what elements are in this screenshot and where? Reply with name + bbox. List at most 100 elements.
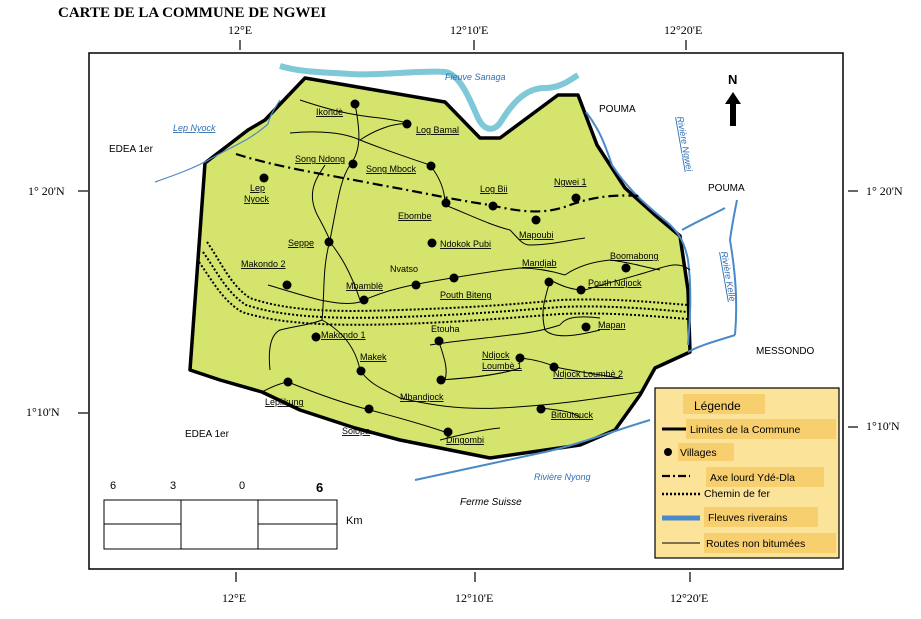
coord-top-12e: 12°E [228,23,252,37]
village-dot-mapan [581,322,591,332]
village-makondo2: Makondo 2 [241,259,286,269]
village-lep: Lep [250,183,265,193]
coord-right-1-10n: 1°10'N [866,419,900,433]
lep-nyock-river [154,123,269,183]
village-ndokok: Ndokok Pubi [440,239,491,249]
label-fleuve-sanaga: Fleuve Sanaga [445,72,506,82]
label-edea-bottom: EDEA 1er [185,429,230,440]
label-pouma-right: POUMA [708,183,745,194]
village-ikonde: Ikondè [316,107,343,117]
village-bitoutouck: Bitoutouck [551,410,594,420]
coord-bottom-12-10e: 12°10'E [455,591,493,605]
village-dot-pouth-ndjock [576,285,586,295]
north-arrow-icon [725,92,741,126]
map-frame [88,52,844,570]
village-ndjock: Ndjock [482,350,510,360]
village-dot-mapoubi [531,215,541,225]
village-dot-dingombi [443,427,453,437]
village-mbandjock: Mbandjock [400,392,444,402]
village-etouha: Etouha [431,324,460,334]
village-dot-log-bii [488,201,498,211]
label-riviere-ngwei: Rivière Ngwei [675,116,695,173]
village-dot-mbamble [359,295,369,305]
village-dot-makek [356,366,366,376]
village-dot-pouth-biteng [449,273,459,283]
scale-label-3: 3 [170,480,176,492]
coord-left-1-20n: 1° 20'N [28,184,65,198]
railway [198,241,689,326]
village-dot-makondo2 [282,280,292,290]
village-dot-nvatso [411,280,421,290]
village-dot-song-ndong [348,159,358,169]
village-dot-ndjock-l2 [549,362,559,372]
village-dot-ebombe [441,198,451,208]
legend-limits: Limites de la Commune [690,424,800,436]
village-dot-ndokok [427,238,437,248]
village-dot-lep-nyock [259,173,269,183]
scale-unit: Km [346,515,363,527]
heavy-axis-road [235,152,641,213]
nyong-river [414,419,651,481]
village-mbamble: Mbamblè [346,281,383,291]
scale-bar: 6 3 0 6 Km [103,480,363,550]
scale-label-6-left: 6 [110,480,116,492]
village-log-bamal: Log Bamal [416,125,459,135]
village-dingombi: Dingombi [446,435,484,445]
village-log-bii: Log Bii [480,184,508,194]
village-dot-mandjab [544,277,554,287]
village-solopa: Solopa [342,426,370,436]
scale-label-0: 0 [239,480,245,492]
legend-title: Légende [694,399,741,413]
village-nyock: Nyock [244,194,270,204]
village-dot-log-bamal [402,119,412,129]
legend-village-swatch [664,448,672,456]
village-makondo1: Makondo 1 [321,330,366,340]
village-mapan: Mapan [598,320,626,330]
ngwei-river-branch [681,207,726,231]
village-dot-makondo1 [311,332,321,342]
coord-right-1-20n: 1° 20'N [866,184,903,198]
legend-villages: Villages [680,447,717,459]
village-song-ndong: Song Ndong [295,154,345,164]
legend-axe: Axe lourd Ydé-Dla [710,472,795,484]
village-dot-ngwei1 [571,193,581,203]
village-dot-seppe [324,237,334,247]
scale-label-6-right: 6 [316,480,323,495]
village-dot-song-mbock [426,161,436,171]
kelle-river [687,334,736,353]
legend-rivers: Fleuves riverains [708,512,787,524]
village-pouth-ndjock: Pouth Ndjock [588,278,642,288]
village-dot-boomabong [621,263,631,273]
village-leplikung: Leplikung [265,397,304,407]
label-riviere-nyong: Rivière Nyong [534,472,591,482]
village-dot-solopa [364,404,374,414]
coord-bottom-12-20e: 12°20'E [670,591,708,605]
kelle-river-upper [728,199,738,336]
village-song-mbock: Song Mbock [366,164,417,174]
sanaga-river [279,63,580,132]
coord-top-12-20e: 12°20'E [664,23,702,37]
village-mandjab: Mandjab [522,258,557,268]
label-messondo: MESSONDO [756,346,815,357]
legend-roads: Routes non bitumées [706,538,805,550]
village-dots [259,99,631,437]
coord-top-12-10e: 12°10'E [450,23,488,37]
village-dot-mbandjock [436,375,446,385]
village-seppe: Seppe [288,238,314,248]
label-ferme-suisse: Ferme Suisse [460,497,522,508]
village-dot-ndjock-l1 [515,353,525,363]
village-dot-bitoutouck [536,404,546,414]
legend: Légende Limites de la Commune Villages A… [654,387,840,559]
coord-left-1-10n: 1°10'N [26,405,60,419]
village-loumbe1: Loumbè 1 [482,361,522,371]
lep-nyock-river-upper [267,99,281,125]
village-makek: Makek [360,352,387,362]
village-ndjock-loumbe2: Ndjock Loumbè 2 [553,369,623,379]
village-dot-leplikung [283,377,293,387]
label-pouma-top: POUMA [599,104,636,115]
village-nvatso: Nvatso [390,264,418,274]
village-ngwei1: Ngwei 1 [554,177,587,187]
label-edea-top: EDEA 1er [109,144,154,155]
village-ebombe: Ebombe [398,211,432,221]
